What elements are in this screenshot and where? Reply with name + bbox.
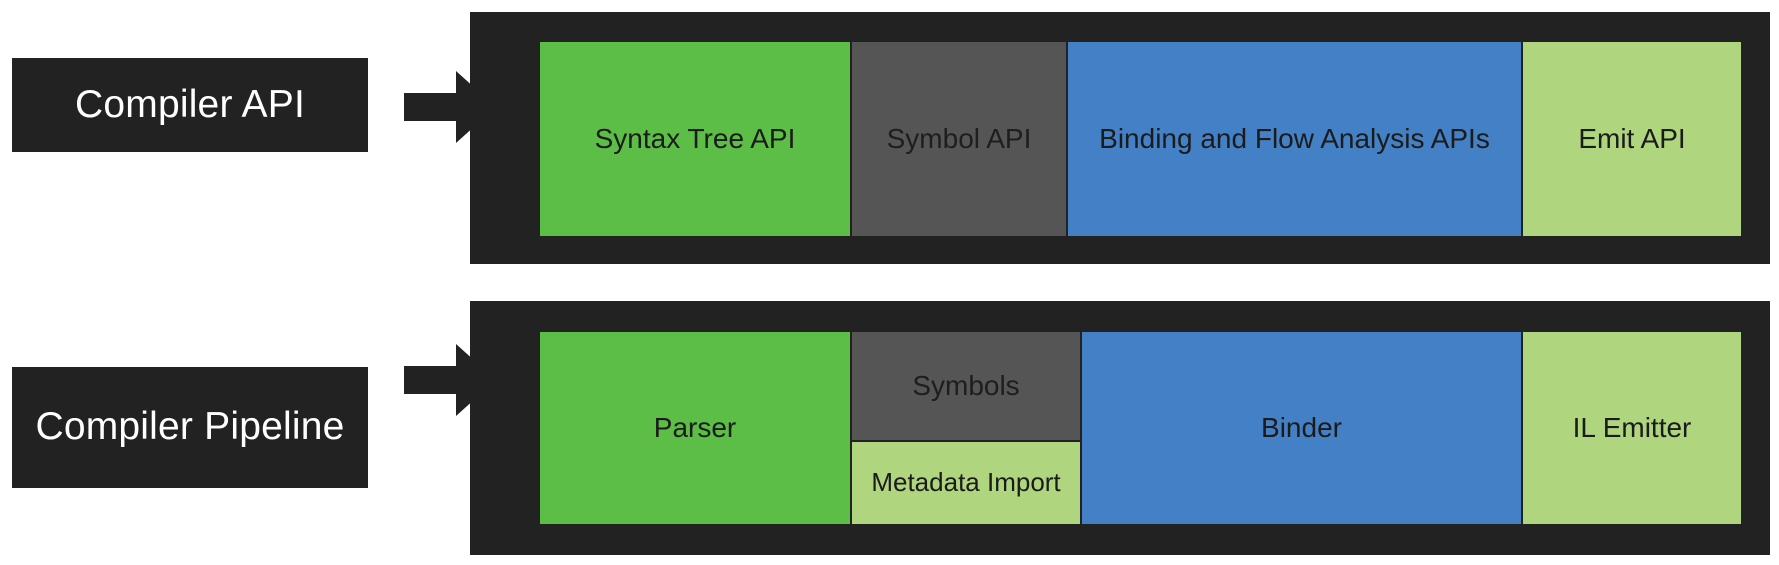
block-binder[interactable]: Binder bbox=[1082, 332, 1521, 524]
compiler-pipeline-label-text: Compiler Pipeline bbox=[35, 405, 345, 449]
block-binder-label: Binder bbox=[1261, 412, 1342, 444]
block-syntax-tree-api[interactable]: Syntax Tree API bbox=[540, 42, 850, 236]
block-symbol-api[interactable]: Symbol API bbox=[852, 42, 1066, 236]
compiler-api-label-text: Compiler API bbox=[75, 82, 305, 126]
block-binding-and-flow-analysis-apis-label: Binding and Flow Analysis APIs bbox=[1099, 123, 1490, 155]
block-emit-api-label: Emit API bbox=[1578, 123, 1686, 155]
block-parser-label: Parser bbox=[653, 412, 737, 444]
block-symbols-label: Symbols bbox=[912, 370, 1020, 402]
block-syntax-tree-api-label: Syntax Tree API bbox=[594, 123, 796, 155]
block-emit-api[interactable]: Emit API bbox=[1523, 42, 1741, 236]
block-symbols[interactable]: Symbols bbox=[852, 332, 1080, 440]
compiler-api-label-chip: Compiler API bbox=[12, 58, 368, 152]
block-symbol-api-label: Symbol API bbox=[886, 123, 1032, 155]
block-metadata-import[interactable]: Metadata Import bbox=[852, 442, 1080, 524]
compiler-pipeline-band: Parser Symbols Metadata Import Binder IL… bbox=[470, 301, 1770, 555]
block-il-emitter[interactable]: IL Emitter bbox=[1523, 332, 1741, 524]
block-il-emitter-label: IL Emitter bbox=[1572, 412, 1692, 444]
block-binding-and-flow-analysis-apis[interactable]: Binding and Flow Analysis APIs bbox=[1068, 42, 1521, 236]
compiler-pipeline-label-chip: Compiler Pipeline bbox=[12, 367, 368, 488]
block-parser[interactable]: Parser bbox=[540, 332, 850, 524]
compiler-api-band: Syntax Tree API Symbol API Binding and F… bbox=[470, 12, 1770, 264]
block-metadata-import-label: Metadata Import bbox=[871, 467, 1061, 498]
